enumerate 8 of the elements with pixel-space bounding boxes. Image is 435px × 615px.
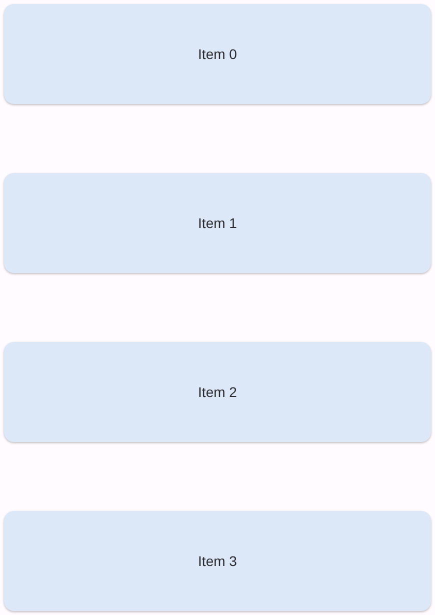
item-label: Item 2 (198, 384, 237, 400)
list-item-card (4, 4, 431, 104)
item-label: Item 0 (198, 46, 237, 62)
list-item-card (4, 342, 431, 442)
list-item-card (4, 511, 431, 611)
item-label: Item 3 (198, 553, 237, 569)
item-label: Item 1 (198, 215, 237, 231)
list-item-card (4, 173, 431, 273)
